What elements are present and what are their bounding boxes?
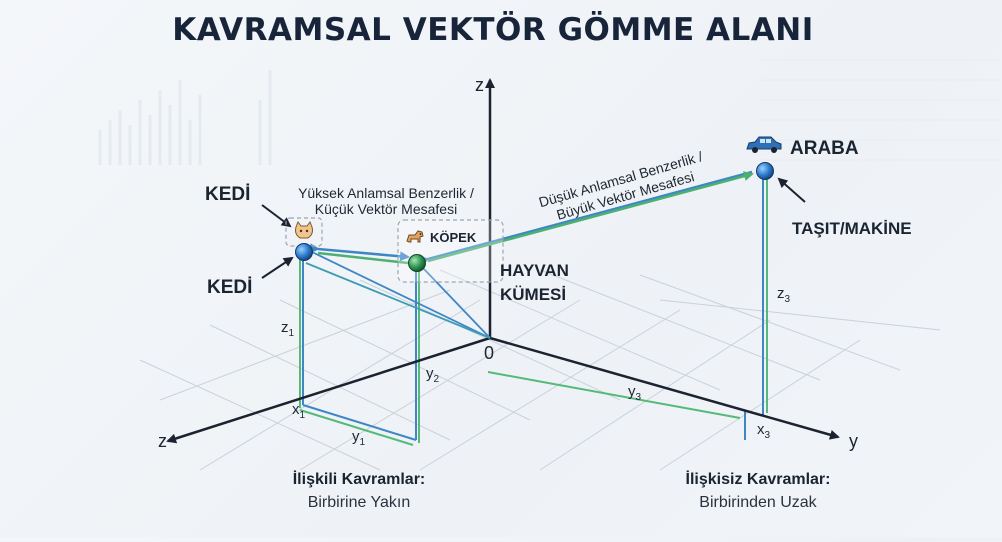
cat-box: [285, 217, 323, 247]
z-axis-left: [166, 336, 491, 444]
axes: [166, 78, 840, 444]
unrelated-caption-sub: Birbirinden Uzak: [699, 494, 817, 511]
coord-z3: z3: [777, 285, 791, 305]
related-caption-sub: Birbirine Yakın: [308, 494, 411, 511]
coord-x3: x3: [757, 421, 771, 441]
dog-point: [408, 254, 426, 272]
near-annotation-line1: Yüksek Anlamsal Benzerlik /: [298, 185, 474, 201]
coord-y2: y2: [426, 365, 440, 385]
origin-label: 0: [484, 343, 494, 363]
coord-y1: y1: [352, 428, 366, 448]
cat-label-top: KEDİ: [205, 184, 250, 205]
related-caption-title: İlişkili Kavramlar:: [293, 470, 426, 488]
origin-vectors: [305, 251, 491, 339]
unrelated-caption-title: İlişkisiz Kavramlar:: [686, 470, 831, 488]
z-axis-label-left: z: [158, 431, 167, 451]
coord-y3: y3: [628, 383, 642, 403]
y-axis: [489, 336, 840, 440]
cat-point: [295, 243, 313, 261]
z-axis-label-top: z: [475, 75, 484, 95]
pointer-arrows: [261, 177, 806, 279]
dog-label: KÖPEK: [430, 230, 477, 245]
car-point: [756, 162, 774, 180]
floor-grid: [139, 269, 941, 471]
cat-label-left: KEDİ: [207, 277, 252, 298]
far-distance-arrow: [418, 170, 753, 266]
car-label: ARABA: [790, 138, 859, 159]
coord-x1: x1: [292, 401, 306, 421]
coord-z1: z1: [281, 319, 295, 339]
dog-icon: [406, 230, 424, 243]
near-distance-arrow: [309, 243, 410, 262]
vehicle-label: TAŞIT/MAKİNE: [792, 219, 912, 238]
car-icon: [746, 136, 782, 153]
animal-cluster-label-2: KÜMESİ: [500, 285, 566, 304]
cat-icon: [295, 220, 313, 239]
animal-cluster-label-1: HAYVAN: [500, 261, 569, 280]
similarity-arrows: [309, 170, 754, 266]
diagram-title: KAVRAMSAL VEKTÖR GÖMME ALANI: [172, 11, 814, 48]
projection-lines: [299, 173, 768, 446]
y-axis-label: y: [849, 431, 858, 451]
background-decoration: [98, 59, 1000, 165]
near-annotation-line2: Küçük Vektör Mesafesi: [315, 201, 457, 217]
